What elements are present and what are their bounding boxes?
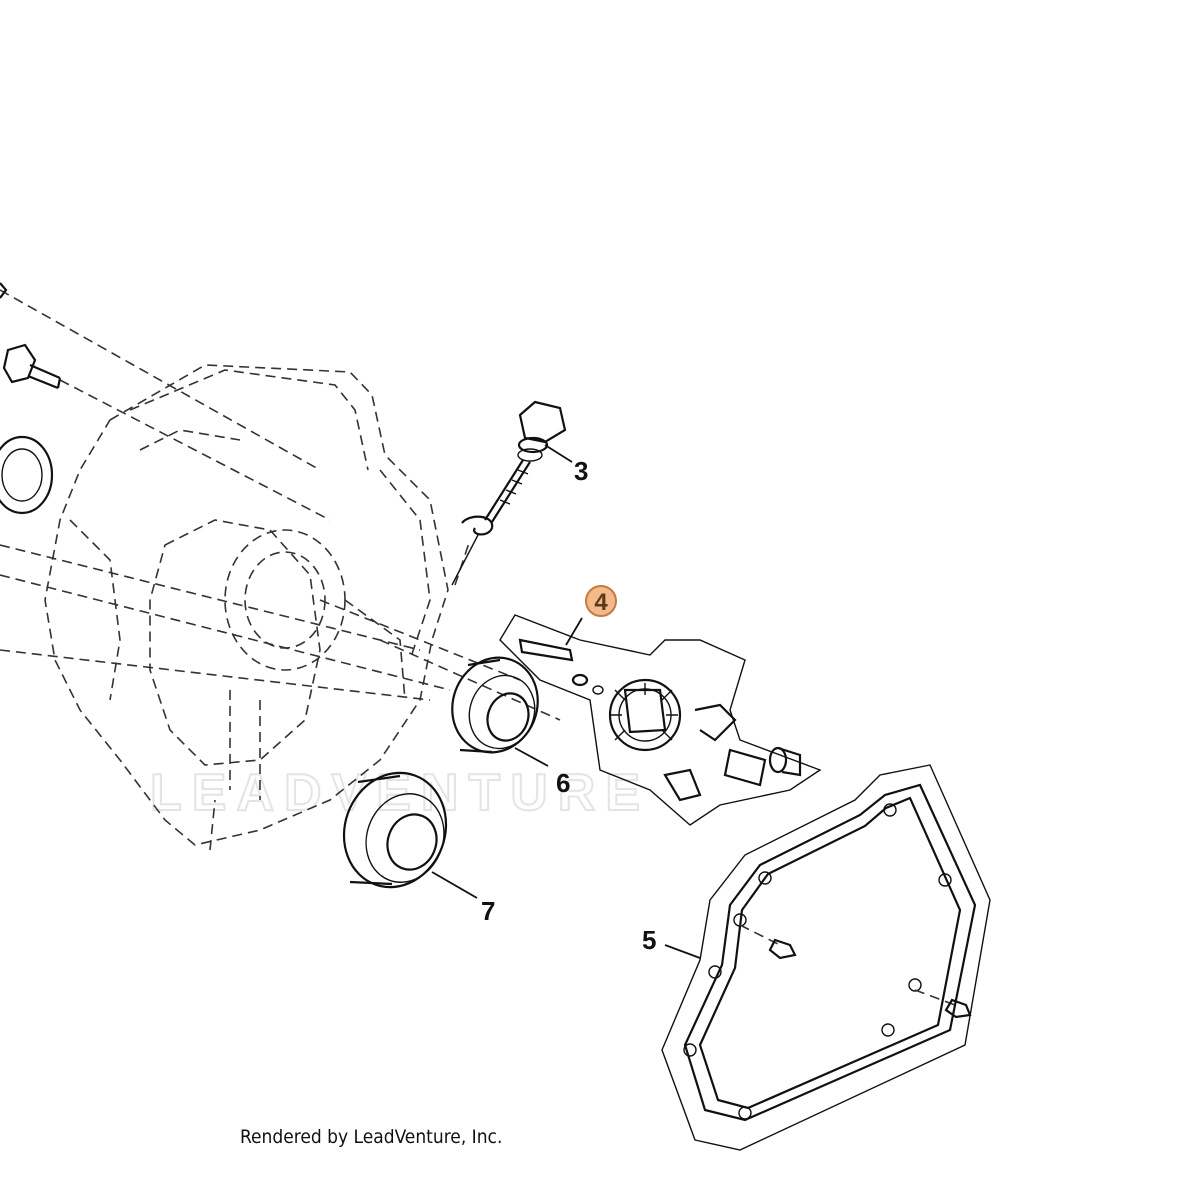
render-credit: Rendered by LeadVenture, Inc. xyxy=(240,1126,502,1148)
callout-5: 5 xyxy=(642,925,656,955)
leader-3 xyxy=(544,444,573,463)
alignment-lines xyxy=(0,289,561,721)
callout-7: 7 xyxy=(481,896,495,926)
oil-seal-left xyxy=(0,435,54,515)
callout-4: 4 xyxy=(594,589,608,616)
governor-assembly-part xyxy=(499,614,822,826)
callout-4-highlight xyxy=(585,585,617,617)
leader-4 xyxy=(565,617,583,646)
bearing-upper-part xyxy=(451,656,539,754)
callout-3: 3 xyxy=(574,456,588,486)
callout-6: 6 xyxy=(556,768,570,798)
dowel-pin-lower xyxy=(914,989,972,1019)
crankcase-housing-phantom xyxy=(44,364,449,851)
leader-7 xyxy=(431,871,478,899)
dowel-pin-upper xyxy=(739,924,797,960)
leader-5 xyxy=(664,944,701,959)
dipstick-part xyxy=(451,400,567,586)
bearing-lower-part xyxy=(342,771,448,889)
bolt-middle xyxy=(2,343,62,390)
gasket-part xyxy=(661,764,991,1151)
leader-6 xyxy=(514,747,549,767)
bolt-upper xyxy=(0,282,8,299)
